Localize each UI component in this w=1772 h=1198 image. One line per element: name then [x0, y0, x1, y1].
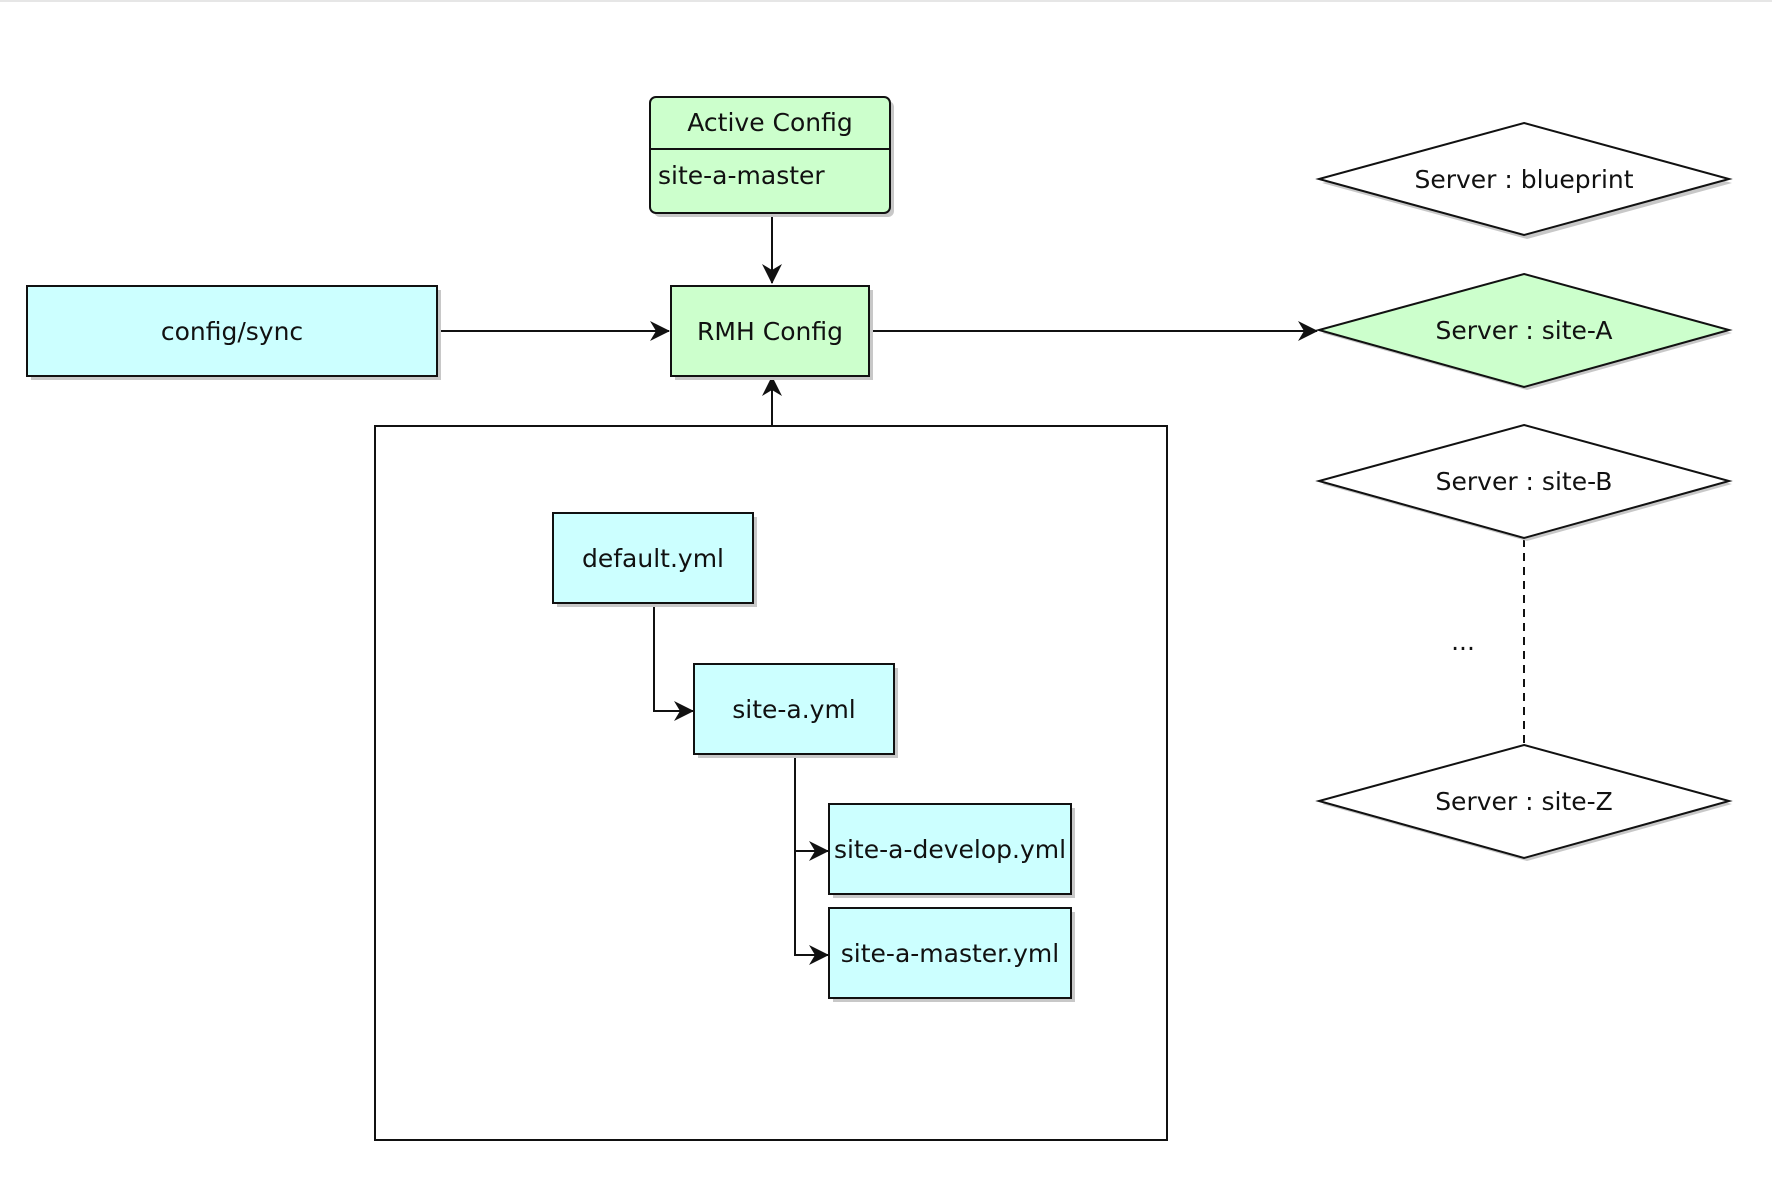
config-files-container: [374, 425, 1168, 1141]
site-a-develop-yml-label: site-a-develop.yml: [834, 835, 1066, 864]
server-site-b-node: Server : site-B: [1315, 423, 1733, 541]
server-blueprint-diamond: [1315, 121, 1733, 237]
config-sync-box: [26, 285, 438, 377]
rmh-config-label: RMH Config: [697, 317, 843, 346]
config-sync-label: config/sync: [161, 317, 303, 346]
server-site-z-label: Server : site-Z: [1435, 787, 1613, 816]
active-config-box: [649, 96, 891, 214]
active-config-node: Active Config site-a-master: [649, 96, 894, 217]
edge-default-to-site-a: [653, 604, 694, 721]
site-a-master-yml-label: site-a-master.yml: [841, 939, 1059, 968]
server-site-z-diamond: [1315, 743, 1733, 860]
site-a-master-yml-box: [828, 907, 1072, 999]
site-a-develop-yml-box: [828, 803, 1072, 895]
edge-site-a-to-master: [794, 756, 829, 965]
server-site-a-node: Server : site-A: [1315, 272, 1733, 390]
server-site-a-label: Server : site-A: [1435, 316, 1612, 345]
server-site-z-node: Server : site-Z: [1315, 743, 1733, 861]
default-yml-label: default.yml: [582, 544, 724, 573]
site-a-master-yml-node: site-a-master.yml: [828, 907, 1075, 1002]
server-site-a-diamond: [1315, 272, 1733, 389]
default-yml-box: [552, 512, 754, 604]
edge-site-a-to-develop: [794, 756, 829, 861]
rmh-config-box: [670, 285, 870, 377]
server-blueprint-label: Server : blueprint: [1414, 165, 1633, 194]
server-ellipsis-label: ...: [1451, 627, 1475, 656]
site-a-yml-label: site-a.yml: [732, 695, 856, 724]
config-sync-node: config/sync: [26, 285, 441, 380]
site-a-yml-box: [693, 663, 895, 755]
server-site-b-label: Server : site-B: [1436, 467, 1613, 496]
site-a-develop-yml-node: site-a-develop.yml: [828, 803, 1075, 898]
server-site-b-diamond: [1315, 423, 1733, 540]
connectors: [440, 214, 1525, 965]
site-a-yml-node: site-a.yml: [693, 663, 898, 758]
server-blueprint-node: Server : blueprint: [1315, 121, 1733, 239]
active-config-value: site-a-master: [658, 161, 825, 190]
default-yml-node: default.yml: [552, 512, 757, 607]
rmh-config-node: RMH Config: [670, 285, 873, 380]
active-config-title: Active Config: [687, 108, 853, 137]
